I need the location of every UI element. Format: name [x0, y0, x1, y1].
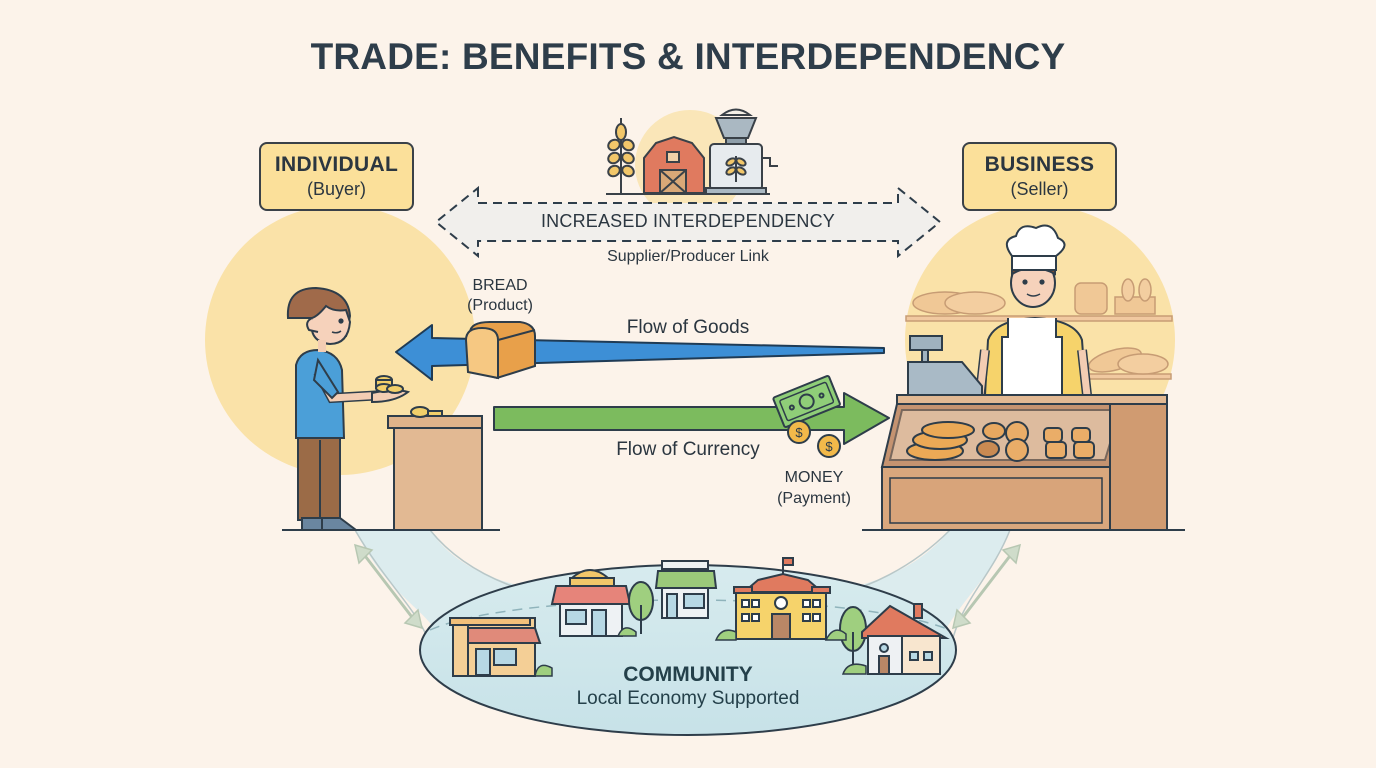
- money-label: MONEY: [784, 469, 844, 486]
- cash-register-icon: [907, 335, 983, 396]
- shop-left-icon: [449, 617, 542, 677]
- interdependency-label: INCREASED INTERDEPENDENCY: [540, 211, 836, 231]
- interdependency-arrow-icon: [434, 185, 942, 259]
- coin-icon: [787, 420, 841, 458]
- bakery-shop-icon: [550, 569, 632, 637]
- bread-loaf-icon: [464, 321, 536, 380]
- bush-icons: [534, 627, 867, 677]
- flow-of-currency-arrow: [493, 392, 890, 445]
- grain-mill-icon: [705, 108, 778, 195]
- money-sublabel: (Payment): [777, 490, 851, 507]
- business-role: (Seller): [1010, 179, 1069, 199]
- barn-icon: [643, 135, 705, 194]
- community-sublabel: Local Economy Supported: [576, 688, 800, 709]
- banknote-icon: [772, 375, 841, 428]
- school-icon: [733, 557, 831, 640]
- flow-of-goods-label: Flow of Goods: [626, 317, 750, 338]
- individual-label: INDIVIDUAL: [274, 153, 399, 176]
- individual-role: (Buyer): [306, 179, 366, 199]
- business-label: BUSINESS: [984, 153, 1095, 176]
- svg-text:$: $: [795, 425, 803, 440]
- product-sublabel: (Product): [467, 297, 533, 314]
- interdependency-sublabel: Supplier/Producer Link: [607, 248, 769, 265]
- wheat-icon: [607, 118, 635, 193]
- flow-of-currency-label: Flow of Currency: [616, 439, 760, 460]
- buyer-counter: [387, 406, 483, 531]
- business-label-box: BUSINESS (Seller): [962, 142, 1117, 211]
- bakery-display-counter: [880, 394, 1168, 531]
- buyer-person-illustration: [286, 286, 411, 531]
- product-label: BREAD: [472, 277, 528, 294]
- money-label-group: MONEY (Payment): [754, 467, 874, 509]
- individual-label-box: INDIVIDUAL (Buyer): [259, 142, 414, 211]
- community-label: COMMUNITY: [623, 663, 753, 686]
- svg-text:$: $: [825, 439, 833, 454]
- page-title: TRADE: BENEFITS & INTERDEPENDENCY: [310, 36, 1066, 77]
- community-link-left-icon: [353, 543, 424, 630]
- house-icon: [861, 603, 950, 675]
- flow-of-goods-arrow: [395, 324, 885, 381]
- product-label-group: BREAD (Product): [440, 276, 560, 316]
- community-link-right-icon: [951, 543, 1022, 630]
- small-store-icon: [654, 560, 718, 619]
